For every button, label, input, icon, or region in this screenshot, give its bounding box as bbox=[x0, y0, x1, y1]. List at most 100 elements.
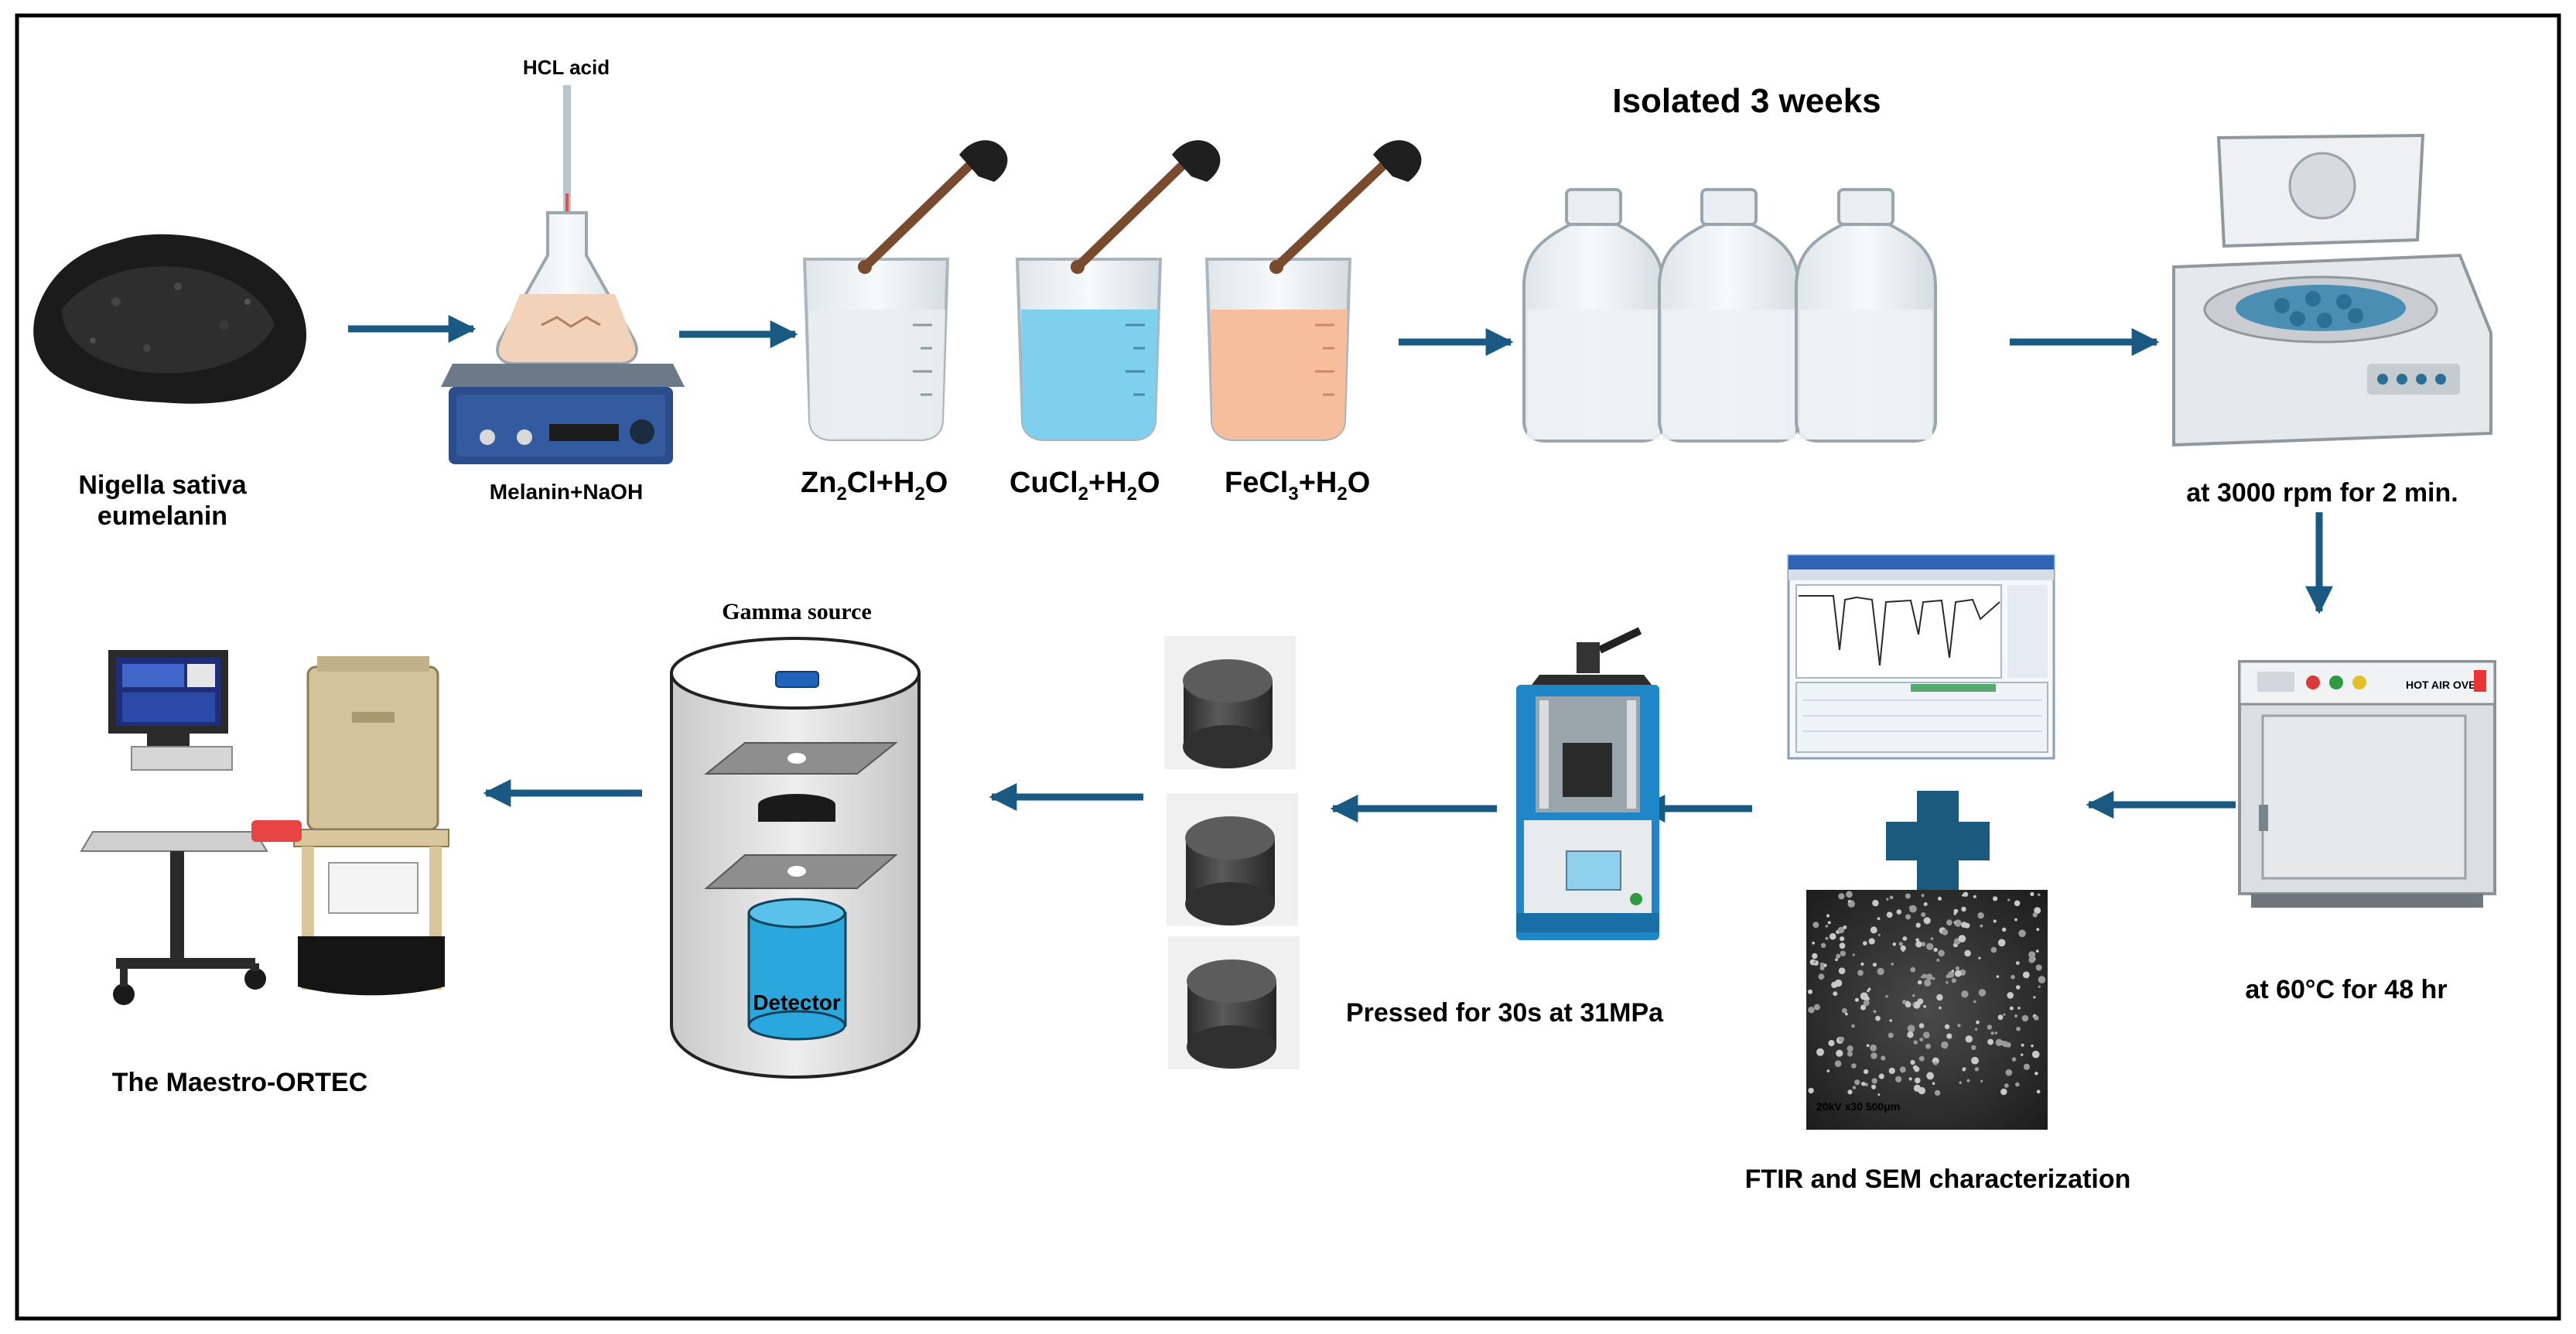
sem-particle bbox=[1871, 1084, 1877, 1089]
sem-particle bbox=[1995, 1038, 2003, 1047]
sem-particle bbox=[1829, 932, 1836, 940]
sem-particle bbox=[2000, 1088, 2007, 1096]
svg-text:20kV x30 500μm: 20kV x30 500μm bbox=[1816, 1100, 1900, 1113]
sem-particle bbox=[1917, 998, 1924, 1005]
sem-particle bbox=[1864, 1083, 1868, 1086]
sem-particle bbox=[1834, 1060, 1842, 1067]
sem-image-illustration: 20kV x30 500μm bbox=[1806, 890, 2048, 1130]
sem-particle bbox=[1837, 926, 1845, 934]
sem-particle bbox=[2011, 1057, 2017, 1062]
sem-particle bbox=[2038, 985, 2041, 988]
sem-particle bbox=[1889, 1019, 1892, 1022]
sem-particle bbox=[1926, 1072, 1935, 1080]
sem-particle bbox=[1873, 1010, 1877, 1014]
sem-particle bbox=[1860, 1004, 1867, 1011]
sem-particle bbox=[1924, 979, 1932, 987]
sem-particle bbox=[1877, 933, 1881, 936]
maestro-label: The Maestro-ORTEC bbox=[112, 1068, 368, 1097]
sem-particle bbox=[1959, 1081, 1963, 1084]
sem-particle bbox=[1892, 942, 1897, 946]
sem-particle bbox=[1962, 1067, 1966, 1072]
sem-particle bbox=[1857, 970, 1864, 977]
sem-particle bbox=[1966, 1079, 1970, 1083]
sem-particle bbox=[2014, 1014, 2017, 1018]
sem-particle bbox=[1918, 1023, 1925, 1028]
sem-particle bbox=[1852, 1086, 1857, 1089]
sem-particle bbox=[2036, 928, 2040, 932]
sem-particle bbox=[1978, 956, 1981, 959]
sem-particle bbox=[2031, 1044, 2034, 1048]
sem-particle bbox=[1836, 1049, 1843, 1057]
sem-particle bbox=[1877, 917, 1881, 920]
sem-particle bbox=[1888, 1067, 1895, 1074]
sem-particle bbox=[1939, 1006, 1942, 1010]
sem-particle bbox=[1825, 925, 1829, 928]
sem-particle bbox=[1997, 1014, 2004, 1021]
gamma-setup-illustration bbox=[670, 637, 921, 1079]
sem-particle bbox=[1828, 1040, 1835, 1047]
sem-particle bbox=[2037, 893, 2041, 897]
sem-particle bbox=[1860, 992, 1868, 1000]
sem-particle bbox=[1993, 896, 1998, 901]
sem-particle bbox=[1921, 942, 1926, 947]
sem-particle bbox=[2032, 912, 2038, 918]
sem-particle bbox=[1922, 973, 1927, 979]
sem-particle bbox=[1955, 966, 1959, 970]
sem-particle bbox=[1961, 922, 1967, 928]
sem-particle bbox=[1860, 962, 1864, 966]
sem-particle bbox=[1812, 922, 1819, 929]
sem-particle bbox=[1898, 942, 1903, 946]
hcl-label: HCL acid bbox=[523, 56, 610, 79]
outer-border bbox=[15, 13, 2561, 1321]
sem-particle bbox=[1915, 938, 1919, 942]
sem-particle bbox=[2014, 918, 2017, 922]
svg-text:HOT AIR OVEN: HOT AIR OVEN bbox=[2406, 679, 2484, 691]
sem-particle bbox=[1977, 912, 1984, 919]
sem-particle bbox=[1997, 939, 2006, 947]
pellet-samples-illustration bbox=[1164, 636, 1300, 1069]
sem-particle bbox=[1990, 946, 1997, 953]
sem-particle bbox=[1877, 1093, 1881, 1096]
sem-particle bbox=[2022, 971, 2030, 979]
sem-particle bbox=[1923, 917, 1931, 925]
sem-particle bbox=[1910, 1059, 1915, 1065]
sem-particle bbox=[1910, 966, 1916, 973]
sem-particle bbox=[1838, 1036, 1845, 1042]
sem-particle bbox=[1900, 945, 1906, 951]
sem-particle bbox=[2038, 976, 2046, 983]
sem-particle bbox=[1889, 895, 1894, 900]
sem-particle bbox=[1818, 973, 1825, 980]
sem-particle bbox=[1816, 1048, 1824, 1056]
sem-particle bbox=[1863, 1000, 1870, 1007]
sem-particle bbox=[1902, 1000, 1907, 1004]
sem-particle bbox=[1913, 1040, 1918, 1045]
nigella-powder-illustration bbox=[33, 234, 307, 404]
sem-particle bbox=[1825, 936, 1829, 940]
sem-particle bbox=[1918, 1086, 1925, 1095]
sem-particle bbox=[2015, 961, 2020, 965]
sem-particle bbox=[1812, 953, 1818, 959]
sem-particle bbox=[1847, 1089, 1853, 1095]
sem-particle bbox=[1925, 973, 1933, 980]
sem-particle bbox=[2002, 1041, 2009, 1048]
sem-particle bbox=[1908, 905, 1912, 909]
melanin-label: Melanin+NaOH bbox=[490, 480, 643, 504]
sem-particle bbox=[1961, 990, 1969, 998]
sem-particle bbox=[1973, 894, 1976, 898]
sem-particle bbox=[2035, 949, 2039, 953]
ftir-screenshot-illustration bbox=[1787, 554, 2055, 760]
sem-particle bbox=[1946, 1033, 1952, 1039]
centrifuge-label: at 3000 rpm for 2 min. bbox=[2186, 478, 2458, 508]
sem-particle bbox=[1933, 947, 1938, 953]
nigella-label-line2: eumelanin bbox=[97, 501, 227, 531]
sem-particle bbox=[2007, 898, 2011, 901]
sem-particle bbox=[1872, 899, 1879, 907]
sem-particle bbox=[1899, 1066, 1906, 1073]
sem-particle bbox=[2004, 1083, 2009, 1088]
sem-particle bbox=[1973, 1000, 1976, 1004]
sem-particle bbox=[1933, 1062, 1938, 1065]
sem-particle bbox=[1826, 914, 1830, 918]
sem-particle bbox=[1819, 965, 1825, 970]
sem-particle bbox=[1978, 989, 1987, 997]
sem-particle bbox=[1936, 994, 1943, 1001]
